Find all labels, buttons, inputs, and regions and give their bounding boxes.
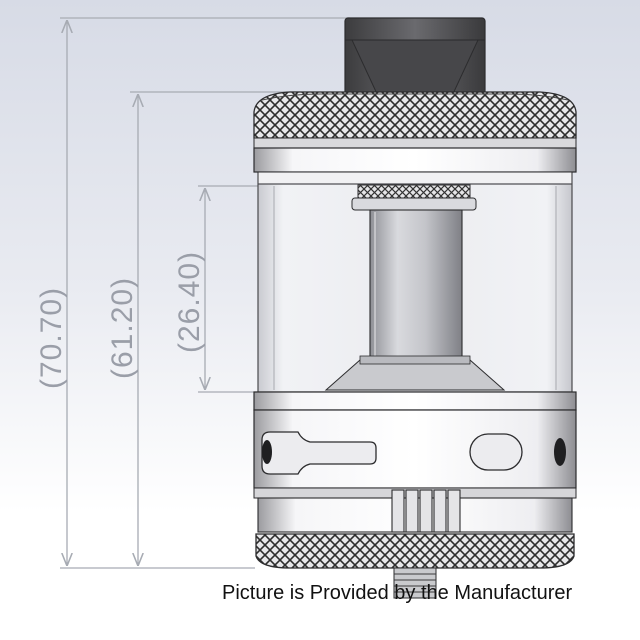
airflow-ribs [391, 489, 461, 533]
dimension-label-body: (61.20) [106, 276, 139, 379]
bottom-ring [255, 533, 575, 599]
airflow-slot-right [469, 433, 523, 471]
dimension-label-tank: (26.40) [173, 250, 206, 353]
airflow-slot-left [261, 431, 377, 475]
base-section [253, 391, 577, 533]
top-cap [253, 91, 577, 185]
manufacturer-credit: Picture is Provided by the Manufacturer [222, 582, 573, 604]
dimension-label-overall: (70.70) [35, 286, 68, 389]
drip-tip [344, 17, 486, 99]
chimney [324, 184, 506, 391]
